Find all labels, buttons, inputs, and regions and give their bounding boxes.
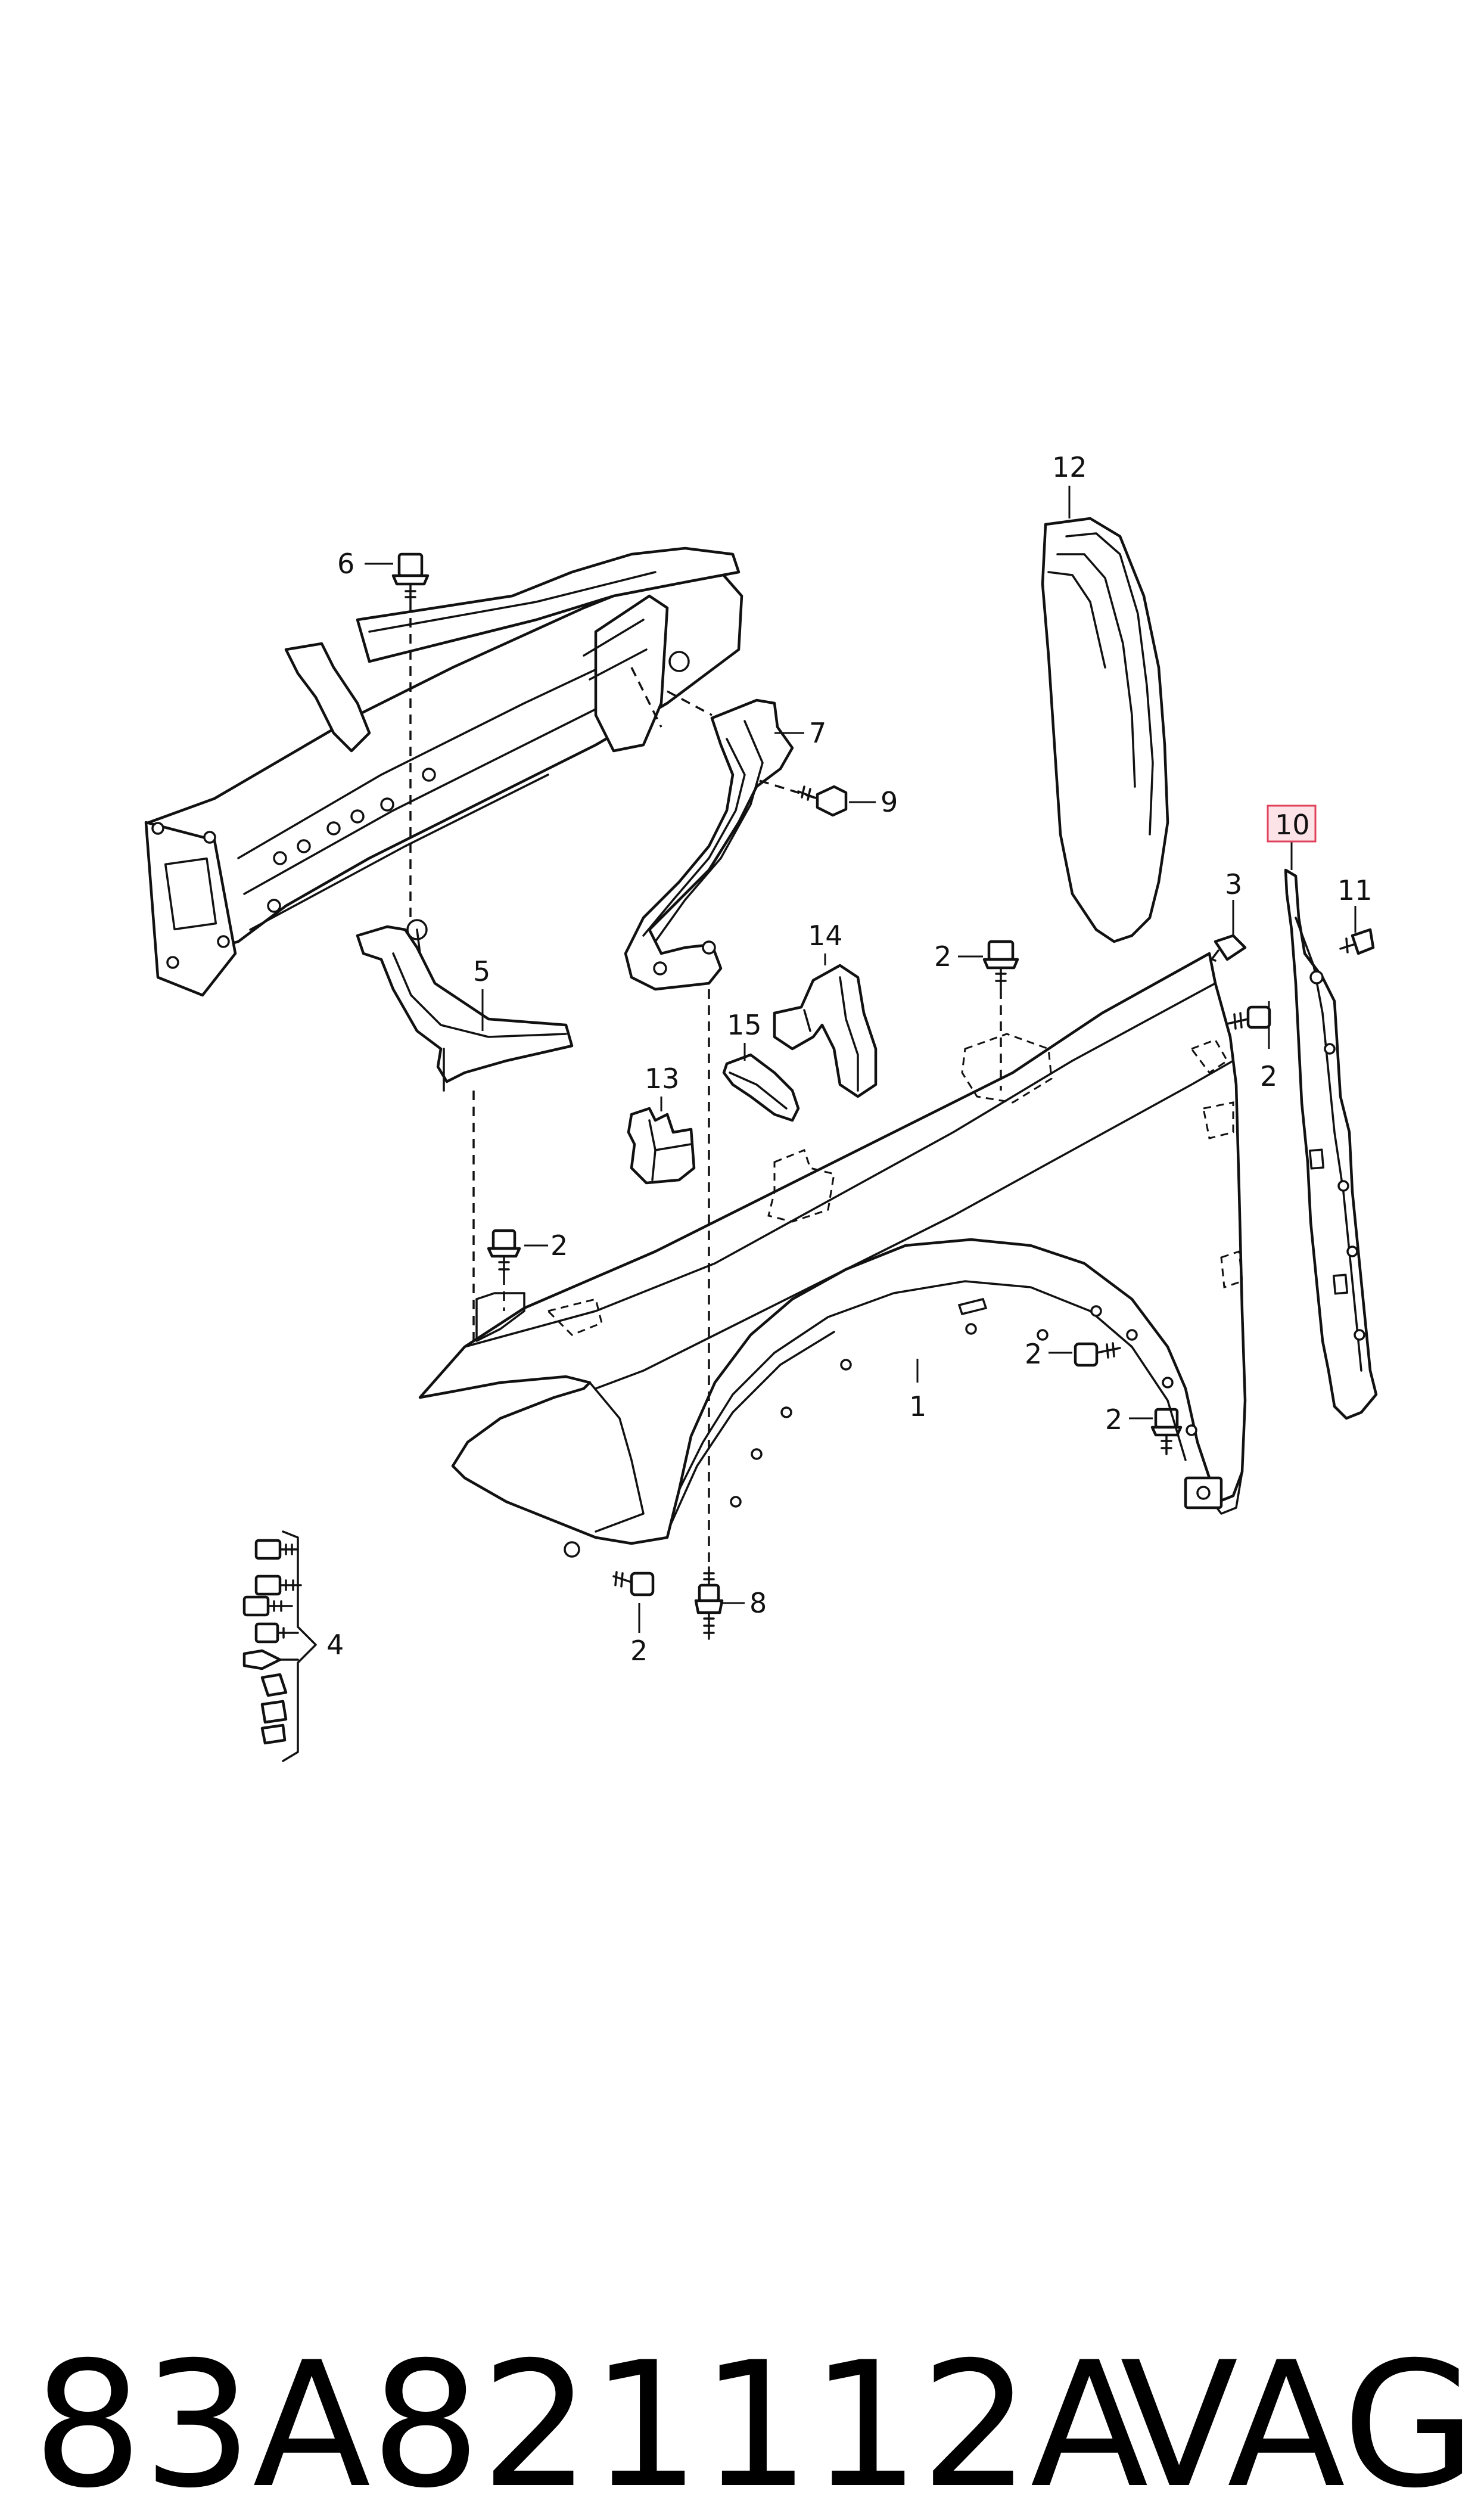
callout-2-bottom: 2 <box>630 1635 648 1667</box>
callout-10-highlight <box>1267 805 1317 843</box>
fender-1 <box>418 952 1247 1558</box>
callout-13: 13 <box>645 1063 680 1095</box>
screw-2-arch-upper <box>1074 1342 1121 1367</box>
stud-8 <box>694 1566 724 1640</box>
body-frame-rail <box>144 546 743 997</box>
callout-2-top: 2 <box>934 940 951 973</box>
screw-2-bottom <box>612 1571 655 1596</box>
screw-11 <box>1339 928 1375 955</box>
screw-2-right <box>1226 1005 1271 1030</box>
leader-lines <box>365 486 1357 1633</box>
callout-15: 15 <box>727 1009 762 1041</box>
footer: 83A821112A VAG <box>33 2325 1476 2519</box>
screw-2-left <box>487 1229 521 1276</box>
callout-labels: 6 7 9 5 2 3 2 11 10 12 13 14 15 2 1 2 2 … <box>326 451 1373 1667</box>
part-number: 83A821112A <box>33 2325 1149 2519</box>
callout-2-arch-upper: 2 <box>1025 1338 1042 1370</box>
callout-3: 3 <box>1225 868 1242 900</box>
callout-7: 7 <box>809 717 826 749</box>
block-14 <box>773 964 878 1098</box>
fastener-kit-4 <box>242 1530 317 1762</box>
foam-insulator-12 <box>1041 517 1169 943</box>
assembly-lines <box>409 602 1002 1567</box>
callout-11: 11 <box>1337 874 1373 906</box>
bracket-7 <box>624 698 794 991</box>
screw-2-top <box>982 940 1019 990</box>
callout-2-right: 2 <box>1260 1060 1277 1092</box>
callout-2-left: 2 <box>550 1229 568 1262</box>
callout-6: 6 <box>337 548 354 580</box>
callout-5: 5 <box>473 955 490 987</box>
callout-2-arch-lower: 2 <box>1105 1403 1122 1436</box>
callout-12: 12 <box>1052 451 1087 483</box>
callout-14: 14 <box>808 920 843 952</box>
callout-9: 9 <box>881 786 898 818</box>
block-13 <box>627 1107 696 1185</box>
bracket-5 <box>356 919 574 1092</box>
block-15 <box>722 1053 800 1122</box>
callout-1: 1 <box>909 1390 926 1422</box>
bolt-9 <box>797 785 848 817</box>
callout-8: 8 <box>749 1587 767 1619</box>
callout-10: 10 <box>1275 809 1310 841</box>
brand-label: VAG <box>1120 2325 1476 2519</box>
callout-4: 4 <box>326 1629 344 1661</box>
bolt-6 <box>391 552 430 603</box>
seal-10 <box>1284 868 1378 1420</box>
